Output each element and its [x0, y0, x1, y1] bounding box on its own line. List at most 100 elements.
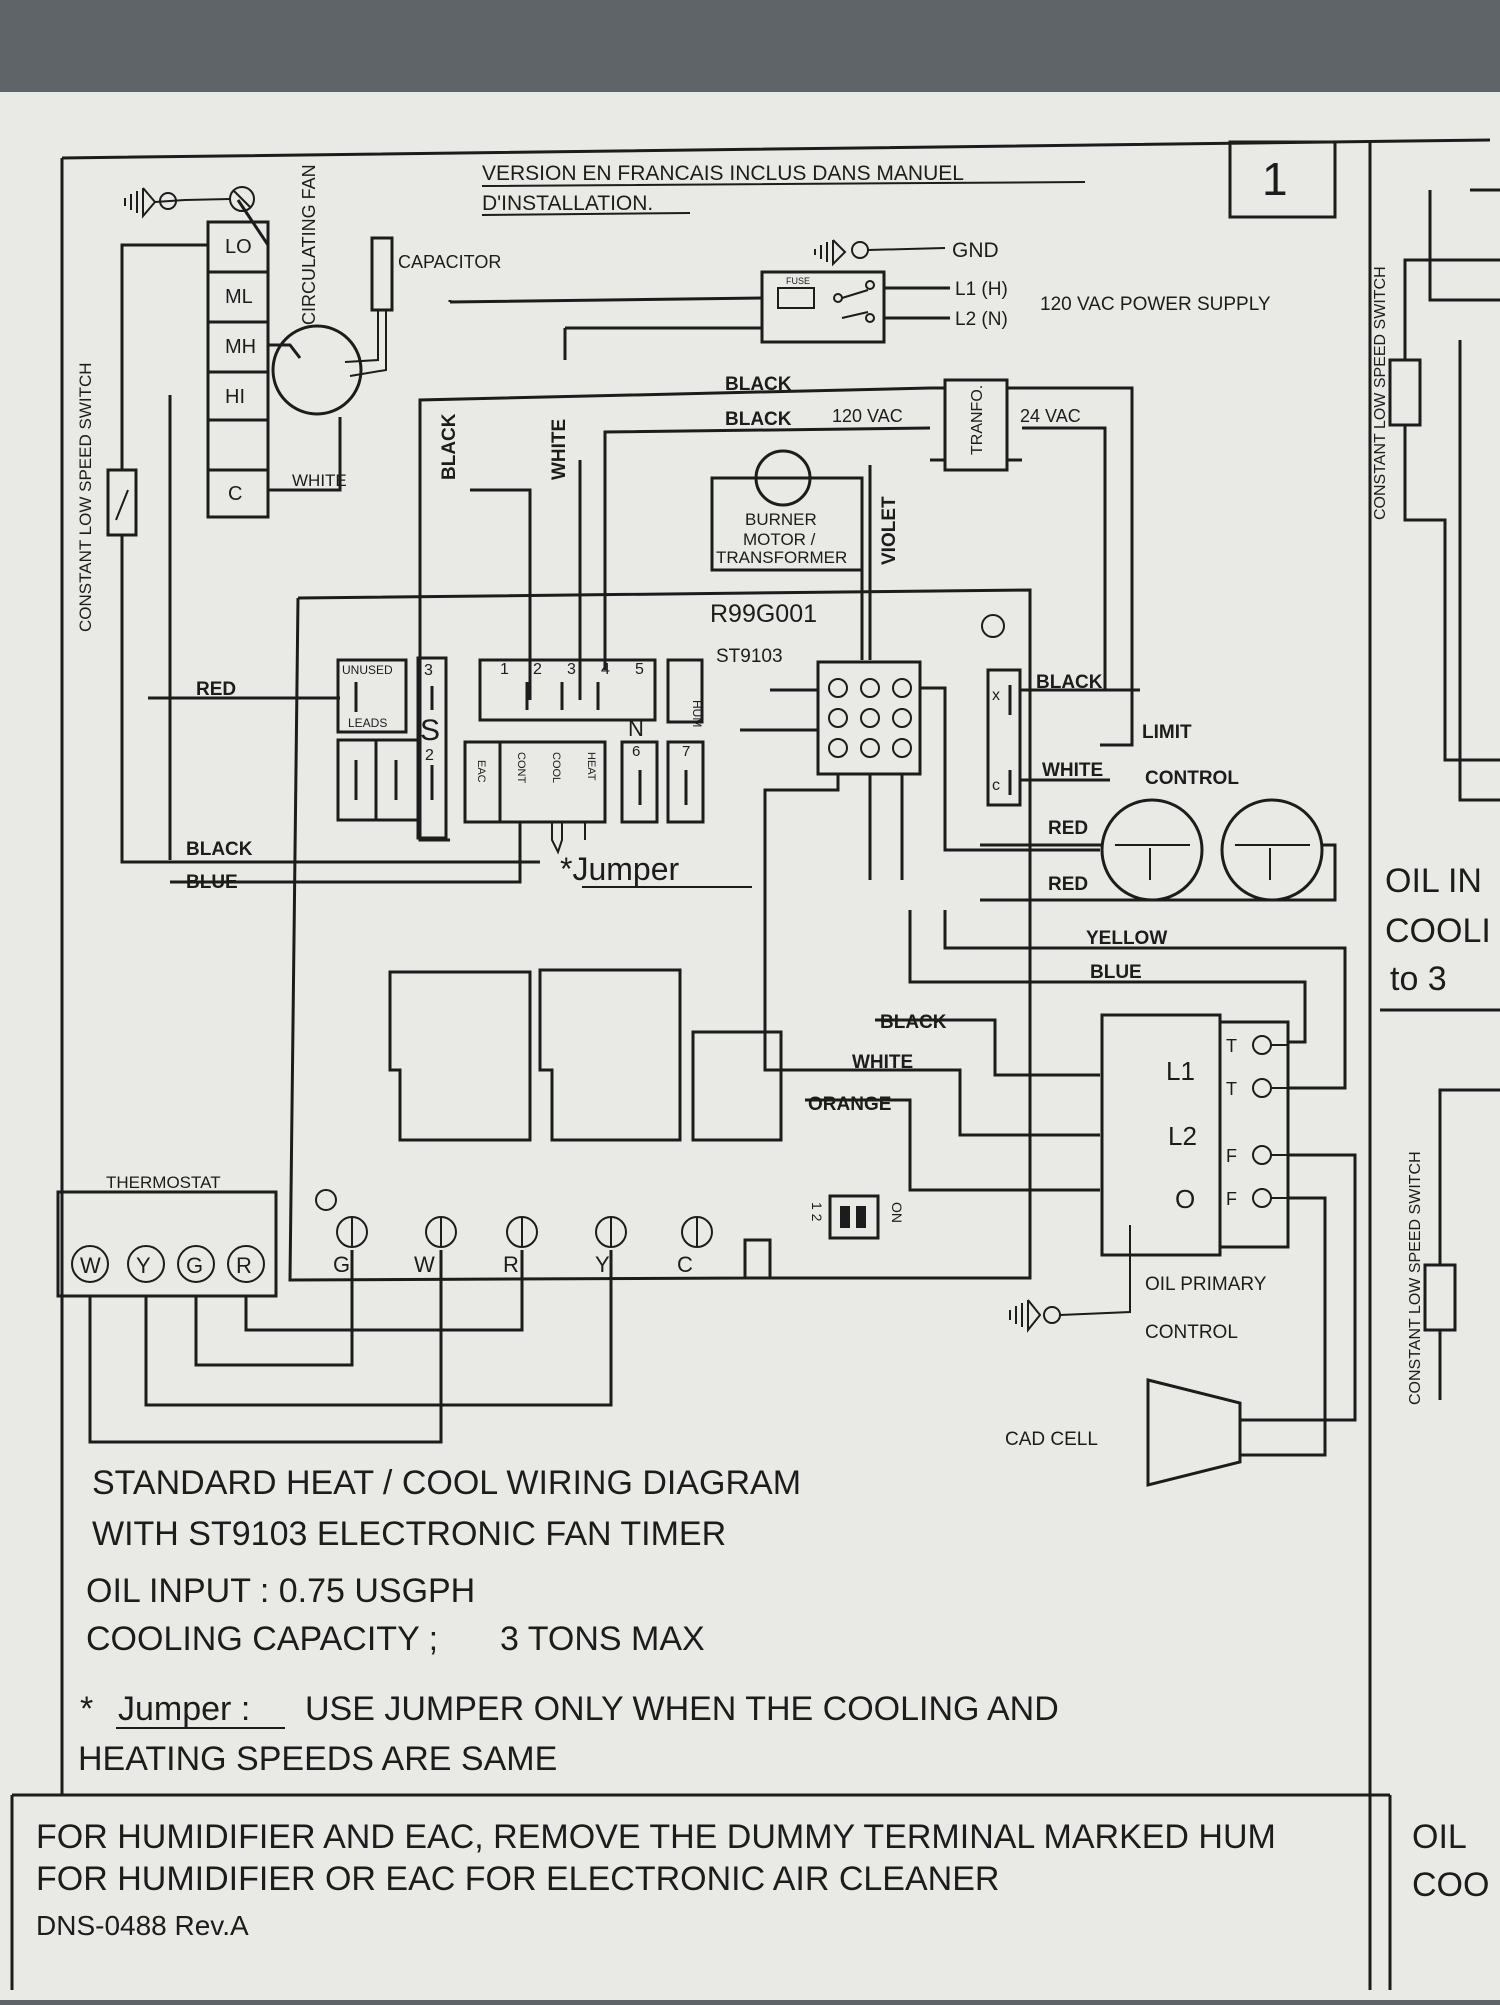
supply-wire-stubs: [448, 300, 567, 360]
wire-blue-label: BLUE: [186, 872, 238, 893]
board-model: R99G001: [710, 600, 817, 628]
oil-primary-terminal-strip: [1218, 1020, 1290, 1249]
switch-contact: [115, 489, 129, 521]
control-board-outline: [288, 588, 1032, 1282]
wire-white-vertical-label: WHITE: [549, 419, 570, 480]
pin-s-label: S: [420, 714, 440, 747]
pin-6-label: 6: [632, 743, 640, 760]
pin-1: 1: [500, 661, 509, 678]
pin-6-terminal: [620, 740, 659, 824]
oil-input-note: OIL INPUT : 0.75 USGPH: [86, 1572, 475, 1610]
adjacent-text-a2: COOLI: [1385, 912, 1491, 950]
burner-line2: MOTOR /: [743, 530, 816, 549]
wire-yellow-label: YELLOW: [1086, 928, 1167, 949]
fan-common-white-label: WHITE: [292, 471, 347, 490]
ground-icon: [1009, 1225, 1131, 1333]
jumper-note-line2: HEATING SPEEDS ARE SAME: [78, 1740, 557, 1778]
wire-black-vertical-label: BLACK: [439, 413, 460, 480]
adjacent-switch-label: CONSTANT LOW SPEED SWITCH: [1372, 266, 1389, 520]
dip-switch-1: [840, 1206, 850, 1228]
pins-1-5-connector: [478, 658, 657, 722]
fan-speed-c: C: [228, 483, 242, 505]
fan-wires: [236, 199, 342, 492]
terminal-y: Y: [595, 1252, 610, 1277]
oil-primary-terminal-screws: [1252, 1035, 1288, 1208]
thermostat-g: G: [186, 1253, 203, 1278]
burner-line1: BURNER: [745, 510, 817, 529]
cad-cell-label: CAD CELL: [1005, 1429, 1098, 1450]
v24-label: 24 VAC: [1020, 406, 1081, 426]
terminal-screws: [336, 1216, 713, 1248]
version-note-line1: VERSION EN FRANCAIS INCLUS DANS MANUEL: [482, 162, 964, 185]
wire-red-label: RED: [1048, 874, 1088, 895]
cad-cell-wires: [1240, 1153, 1357, 1457]
pin-2-label: 2: [425, 747, 434, 764]
version-note-line2: D'INSTALLATION.: [482, 192, 653, 215]
oil-primary-l2: L2: [1168, 1121, 1197, 1151]
fan-speed-hi: HI: [225, 386, 245, 408]
jumper-label: *Jumper: [560, 851, 680, 887]
thermostat-terminals: [71, 1245, 265, 1283]
wire-red-label: RED: [1048, 818, 1088, 839]
fan-speed-ml: ML: [225, 286, 253, 308]
pin-n-label: N: [628, 716, 644, 741]
adjacent-switch-label-2: CONSTANT LOW SPEED SWITCH: [1407, 1151, 1424, 1405]
transformer-icon: [943, 378, 1009, 472]
fan-speed-return-wires: [168, 395, 522, 884]
version-underline: [481, 181, 1086, 216]
adjacent-text-b1: OIL: [1412, 1818, 1467, 1856]
hum-terminal: [666, 658, 704, 724]
oil-primary-t2: T: [1226, 1079, 1237, 1099]
footer-line2: FOR HUMIDIFIER OR EAC FOR ELECTRONIC AIR…: [36, 1860, 999, 1898]
pin-7-terminal: [666, 740, 705, 824]
dip-on-label: ON: [889, 1202, 905, 1223]
fan-motor-icon: [271, 324, 363, 416]
eac-label: EAC: [475, 760, 487, 783]
thermostat-r: R: [236, 1253, 252, 1278]
unused-leads-line1: UNUSED: [342, 663, 393, 677]
limit-terminal-x: x: [992, 687, 1000, 704]
jumper-note-word: Jumper :: [118, 1690, 250, 1728]
relay-block: [388, 970, 532, 1142]
limit-terminal-c: c: [992, 777, 1000, 794]
pin-5: 5: [635, 661, 644, 678]
power-supply-label: 120 VAC POWER SUPPLY: [1040, 294, 1271, 315]
wire-black-label: BLACK: [725, 374, 792, 395]
pin-3: 3: [567, 661, 576, 678]
burner-line3: TRANSFORMER: [716, 548, 847, 567]
jumper-icon: [551, 822, 586, 855]
fan-speed-terminal-block: [206, 220, 270, 519]
l2-label: L2 (N): [955, 309, 1008, 330]
board-mount-hole: [981, 614, 1005, 638]
oil-primary-line1: OIL PRIMARY: [1145, 1274, 1267, 1295]
cooling-capacity-value: 3 TONS MAX: [500, 1620, 705, 1658]
board-pin-block: [336, 738, 420, 822]
jumper-note-star: *: [80, 1690, 93, 1728]
relay-wires: [740, 686, 1100, 1072]
limit-terminal-block: [986, 668, 1022, 807]
wire-white-label: WHITE: [1042, 760, 1103, 781]
diagram-title-line1: STANDARD HEAT / COOL WIRING DIAGRAM: [92, 1464, 801, 1502]
oil-primary-o: O: [1175, 1184, 1195, 1214]
board-timer: ST9103: [716, 646, 783, 667]
wire-black-label: BLACK: [880, 1012, 947, 1033]
adjacent-text-b2: COO: [1412, 1866, 1489, 1904]
thermostat-w: W: [80, 1253, 101, 1278]
hum-label: HUM: [690, 700, 704, 727]
diagram-title-line2: WITH ST9103 ELECTRONIC FAN TIMER: [92, 1515, 726, 1553]
fuse-label: FUSE: [786, 276, 810, 286]
fan-speed-lo: LO: [225, 236, 252, 258]
adjacent-text-a1: OIL IN: [1385, 862, 1482, 900]
document-number: DNS-0488 Rev.A: [36, 1910, 249, 1941]
page-number: 1: [1262, 153, 1288, 205]
constant-low-speed-switch-label: CONSTANT LOW SPEED SWITCH: [76, 362, 95, 632]
adjacent-wires: [1403, 188, 1500, 802]
thermostat-box: [56, 1190, 278, 1298]
board-mount-hole: [315, 1189, 337, 1211]
unused-leads-line2: LEADS: [348, 716, 387, 730]
capacitor-label: CAPACITOR: [398, 252, 501, 272]
page-number-box: [1228, 140, 1337, 219]
terminal-c: C: [677, 1252, 693, 1277]
wire-violet-label: VIOLET: [879, 496, 900, 565]
